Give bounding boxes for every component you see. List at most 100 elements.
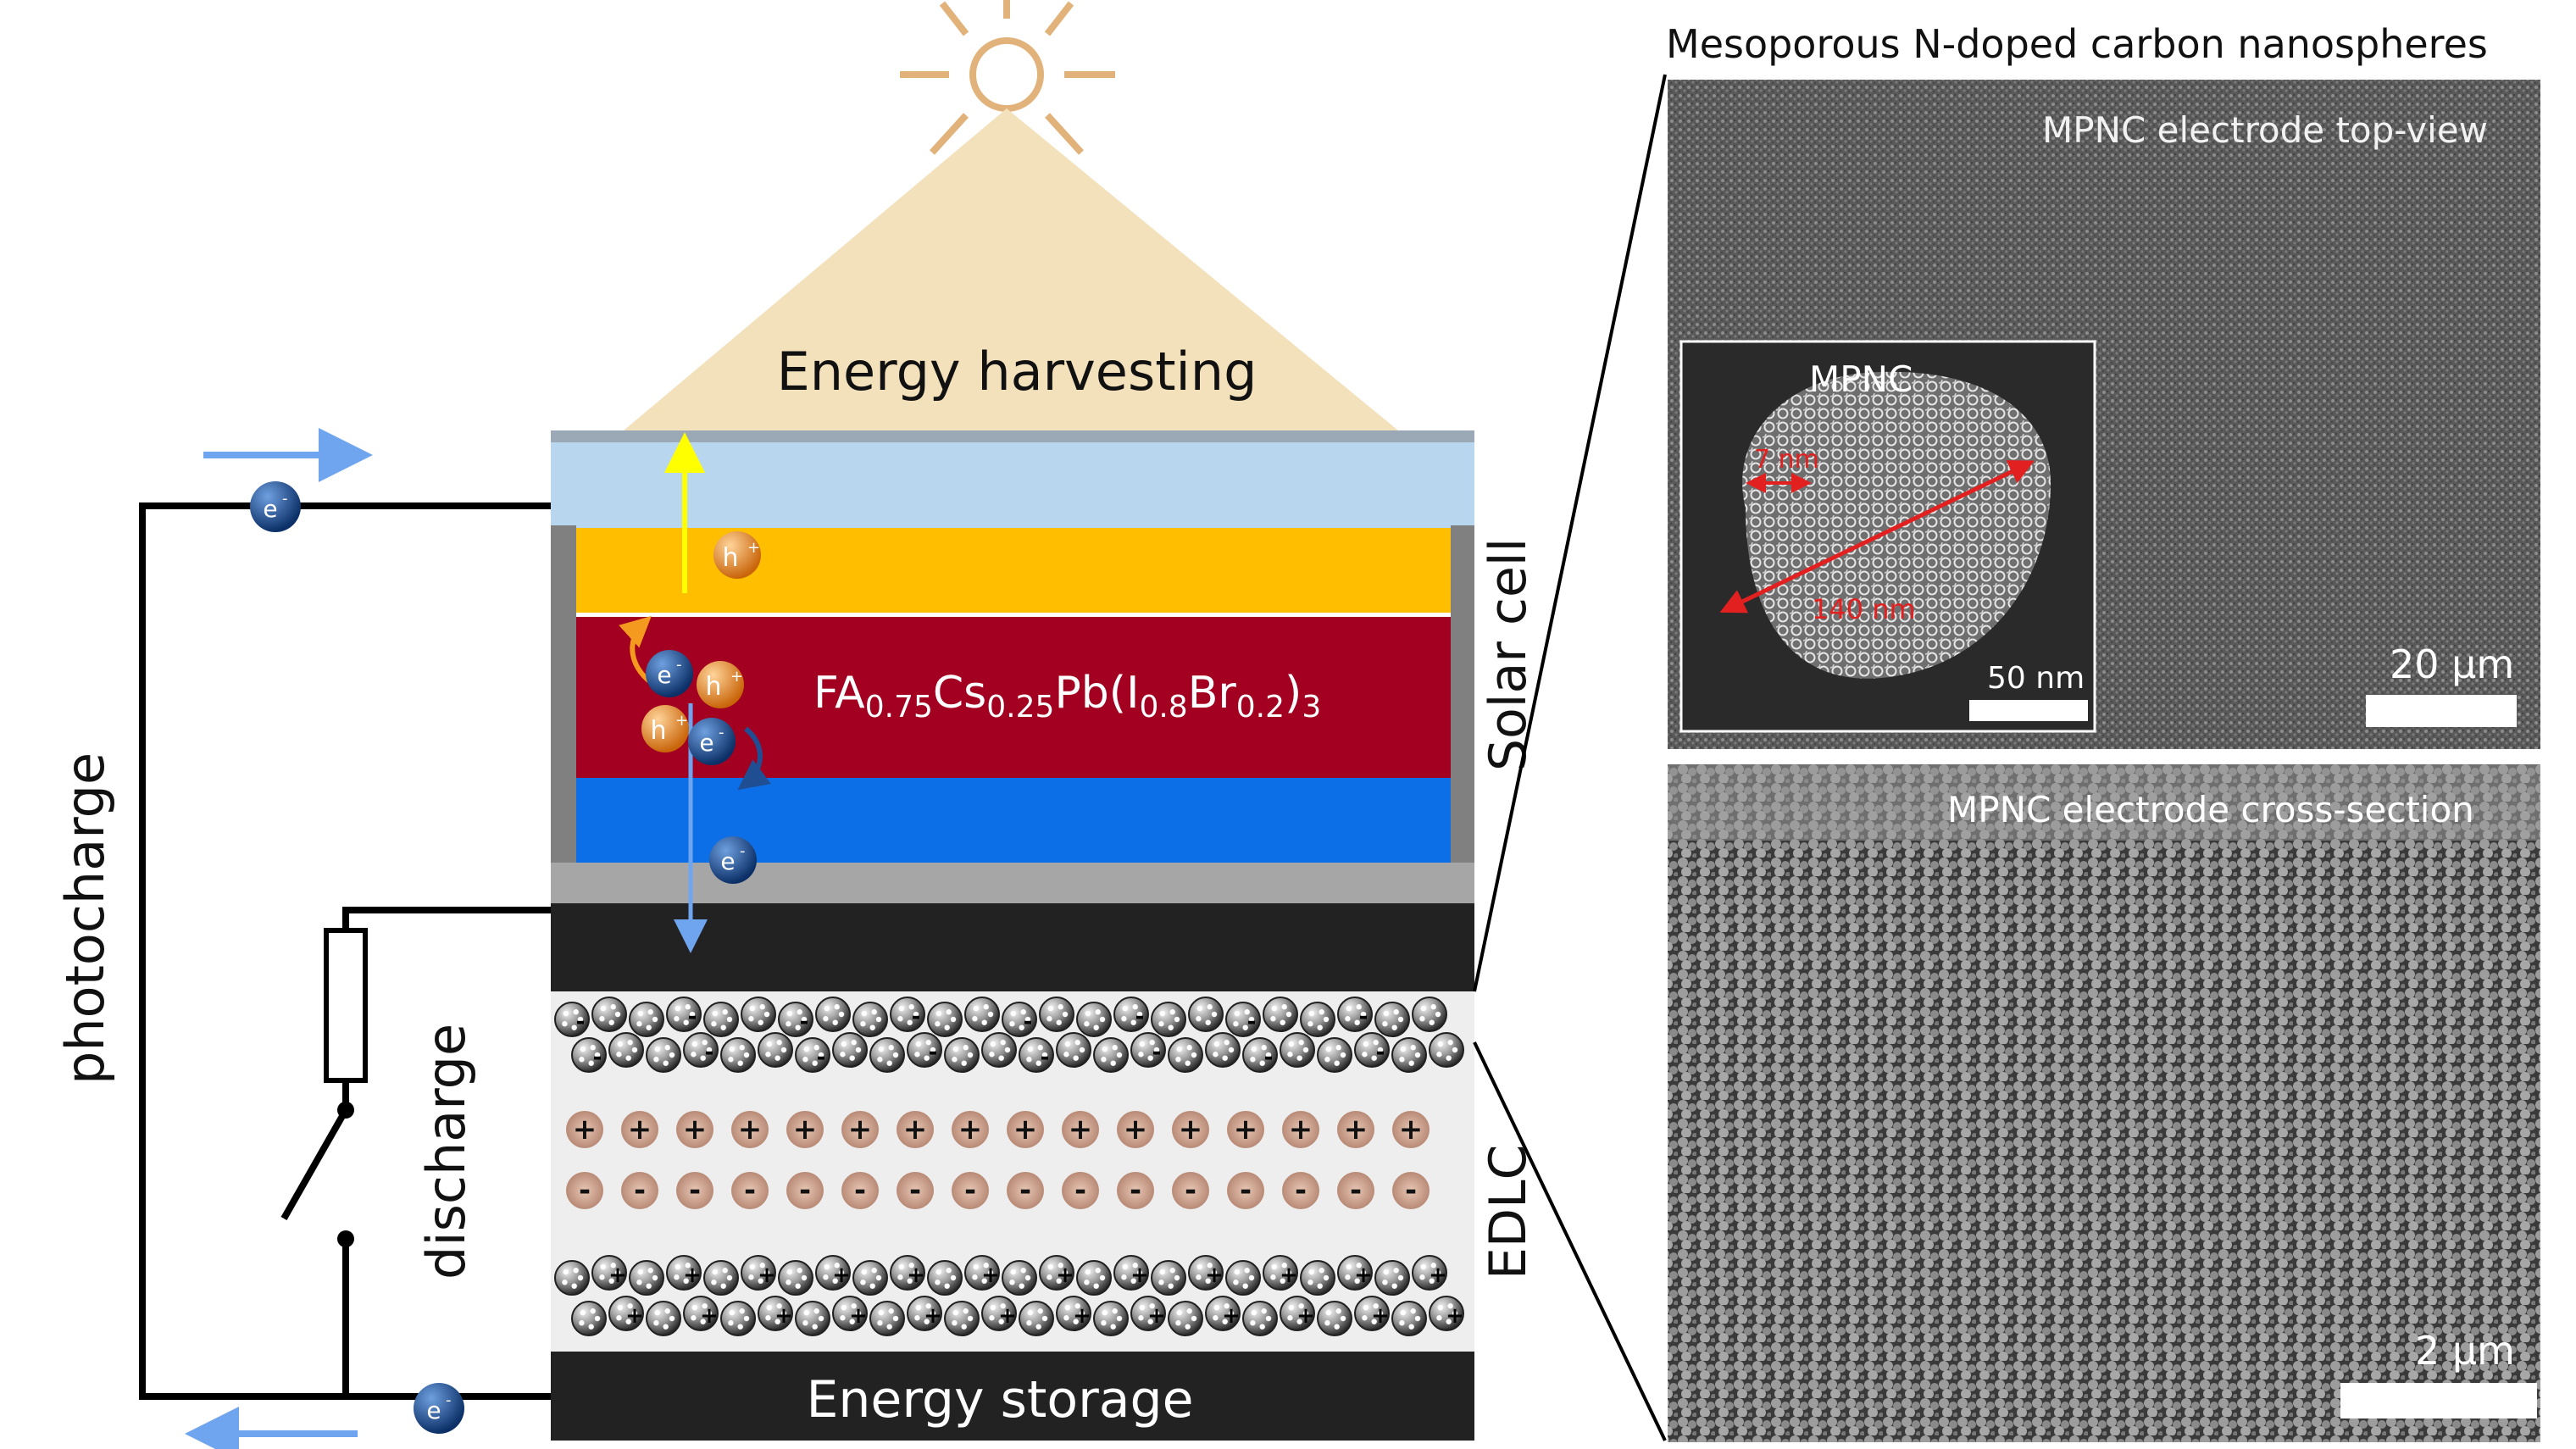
- svg-text:-: -: [719, 724, 724, 741]
- cation: +: [952, 1111, 989, 1148]
- svg-text:+: +: [924, 1303, 942, 1329]
- inset-label: MPNC: [1809, 358, 1913, 400]
- svg-text:+: +: [628, 1113, 652, 1146]
- svg-text:+: +: [1289, 1113, 1313, 1146]
- anion: -: [676, 1172, 713, 1209]
- carbon-sphere: -: [1225, 1002, 1261, 1038]
- svg-text:+: +: [1446, 1303, 1464, 1329]
- edlc-anion-row: ----------------: [566, 1172, 1430, 1209]
- svg-text:-: -: [799, 1174, 811, 1208]
- svg-text:+: +: [730, 668, 743, 686]
- carbon-sphere: +: [1039, 1255, 1074, 1291]
- svg-text:-: -: [634, 1174, 646, 1208]
- carbon-sphere: -: [1337, 997, 1373, 1033]
- carbon-sphere: [1076, 1002, 1112, 1038]
- svg-text:+: +: [573, 1113, 597, 1146]
- svg-text:+: +: [1073, 1303, 1091, 1329]
- photocharge-label: photocharge: [54, 752, 116, 1085]
- svg-text:+: +: [1130, 1263, 1149, 1288]
- carbon-sphere: +: [981, 1296, 1017, 1332]
- anion: -: [897, 1172, 934, 1209]
- cation: +: [1062, 1111, 1099, 1148]
- carbon-sphere: [869, 1301, 905, 1337]
- carbon-sphere: +: [758, 1296, 793, 1332]
- svg-text:-: -: [912, 1004, 921, 1030]
- perovskite-formula: FA0.75Cs0.25Pb(I0.8Br0.2)3: [813, 668, 1321, 724]
- svg-text:+: +: [758, 1263, 776, 1288]
- carbon-sphere: [852, 1260, 888, 1296]
- carbon-sphere: +: [1056, 1296, 1091, 1332]
- carbon-sphere: [646, 1301, 681, 1337]
- carbon-sphere: +: [1412, 1255, 1447, 1291]
- electron-carrier: e -: [414, 1383, 464, 1434]
- carbon-sphere: +: [1280, 1296, 1315, 1332]
- carbon-sphere: [1019, 1301, 1054, 1337]
- cell-frame-left: [551, 525, 576, 864]
- anion: -: [731, 1172, 769, 1209]
- carbon-sphere: [1317, 1301, 1352, 1337]
- carbon-sphere: +: [832, 1296, 868, 1332]
- svg-text:+: +: [793, 1113, 818, 1146]
- svg-text:+: +: [832, 1263, 851, 1288]
- svg-text:+: +: [1013, 1113, 1038, 1146]
- svg-text:-: -: [1350, 1174, 1362, 1208]
- svg-text:+: +: [608, 1263, 627, 1288]
- energy-harvesting-label: Energy harvesting: [777, 341, 1257, 402]
- svg-text:-: -: [689, 1174, 701, 1208]
- carbon-sphere: +: [666, 1255, 702, 1291]
- carbon-sphere: [554, 1260, 590, 1296]
- cation: +: [1227, 1111, 1264, 1148]
- resistor: [324, 928, 368, 1083]
- switch-icon[interactable]: [337, 1102, 354, 1247]
- svg-text:-: -: [800, 1009, 809, 1035]
- svg-text:-: -: [446, 1391, 452, 1409]
- cation: +: [676, 1111, 713, 1148]
- svg-text:-: -: [1359, 1004, 1368, 1030]
- carbon-sphere: +: [1205, 1296, 1241, 1332]
- svg-text:h: h: [705, 672, 721, 702]
- carbon-sphere: +: [1337, 1255, 1373, 1291]
- svg-text:-: -: [1024, 1009, 1033, 1035]
- electron-carrier: e -: [688, 718, 736, 765]
- anion: -: [1007, 1172, 1044, 1209]
- carbon-sphere: [1429, 1032, 1464, 1069]
- edlc-label: EDLC: [1479, 1145, 1538, 1280]
- svg-text:-: -: [1019, 1174, 1031, 1208]
- svg-text:-: -: [579, 1174, 591, 1208]
- anion: -: [1062, 1172, 1099, 1209]
- bottom-contact: [551, 863, 1474, 903]
- circuit-wires: [139, 502, 551, 1400]
- anion: -: [621, 1172, 658, 1209]
- cation: +: [731, 1111, 769, 1148]
- cross-section-label: MPNC electrode cross-section: [1947, 789, 2474, 830]
- svg-text:+: +: [907, 1263, 925, 1288]
- svg-text:+: +: [675, 712, 688, 730]
- hole-carrier: h +: [713, 531, 761, 579]
- anion: -: [1117, 1172, 1154, 1209]
- svg-text:e: e: [699, 729, 713, 757]
- cross-scale-label: 2 µm: [2415, 1328, 2515, 1374]
- carbon-sphere: +: [1263, 1255, 1298, 1291]
- top-scale-bar: [2366, 695, 2517, 727]
- carbon-sphere: [1242, 1301, 1278, 1337]
- carbon-sphere: [1391, 1037, 1427, 1074]
- hole-carrier: h +: [697, 661, 744, 708]
- sphere-size-arrow: [1719, 460, 2035, 613]
- carbon-sphere: [1374, 1002, 1410, 1038]
- carbon-sphere: [758, 1032, 793, 1069]
- svg-text:-: -: [688, 1004, 697, 1030]
- carbon-sphere: [1391, 1301, 1427, 1337]
- carbon-sphere: -: [778, 1002, 813, 1038]
- zoom-line-bottom: [1473, 1041, 1667, 1441]
- svg-text:+: +: [1354, 1263, 1373, 1288]
- svg-text:e: e: [426, 1396, 441, 1424]
- svg-text:+: +: [848, 1113, 873, 1146]
- svg-text:-: -: [282, 490, 288, 508]
- svg-text:+: +: [1124, 1113, 1148, 1146]
- svg-text:-: -: [676, 656, 682, 674]
- anion: -: [952, 1172, 989, 1209]
- svg-text:+: +: [1280, 1263, 1298, 1288]
- svg-text:-: -: [1152, 1040, 1162, 1065]
- carbon-sphere: +: [815, 1255, 851, 1291]
- carbon-sphere: -: [907, 1032, 942, 1069]
